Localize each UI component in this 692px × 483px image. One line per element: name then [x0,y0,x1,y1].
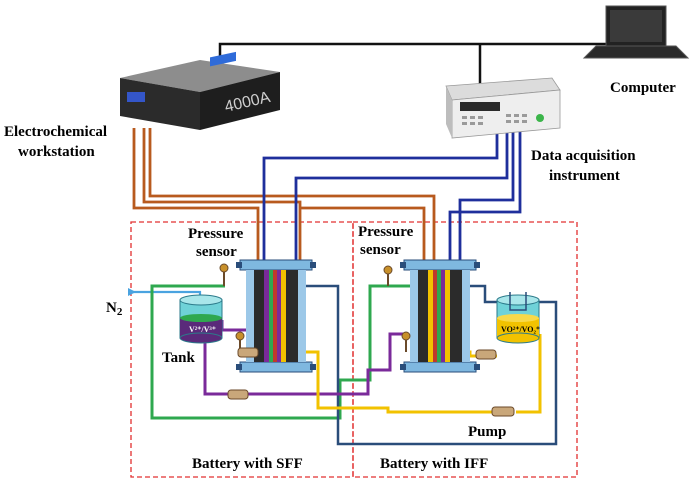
nitrogen-symbol: N [106,300,117,316]
iff-battery-cell [400,259,480,373]
sff-battery-region [130,221,354,478]
left-electrolyte-tank [179,294,223,344]
pressure-sensor-left-label-line1: Pressure [188,226,244,242]
nitrogen-label: N2 [106,300,122,321]
green-tube [150,284,415,420]
daq-label-line1: Data acquisition [531,148,636,164]
pump-icon [227,347,515,417]
electrochemical-workstation-label-line1: Electrochemical [4,124,108,140]
left-tank-electrolyte-label: V²⁺/V³⁺ [189,325,216,334]
daq-label-line2: instrument [549,168,620,184]
battery-iff-label: Battery with IFF [380,456,489,472]
electrochemical-workstation-label-line2: workstation [18,144,95,160]
pressure-sensor-icon [219,263,411,352]
orange-cables [132,128,436,262]
data-acquisition-instrument [445,77,561,139]
pump-label: Pump [468,424,507,440]
iff-battery-region [352,221,578,478]
tank-label: Tank [162,350,195,366]
electrochemical-workstation [120,51,280,130]
nitrogen-arrow-icon [128,288,136,296]
right-tank-electrolyte-label: VO²⁺/VO₂⁺ [501,325,540,334]
blue-cables [262,132,522,262]
computer-label: Computer [610,80,676,96]
right-electrolyte-tank [496,292,540,344]
sff-battery-cell [236,259,316,373]
pressure-sensor-left-label-line2: sensor [196,244,237,260]
pressure-sensor-right-label-line2: sensor [360,242,401,258]
computer-laptop [582,5,690,59]
pressure-sensor-right-label-line1: Pressure [358,224,414,240]
battery-sff-label: Battery with SFF [192,456,303,472]
nitrogen-subscript: 2 [116,306,123,318]
